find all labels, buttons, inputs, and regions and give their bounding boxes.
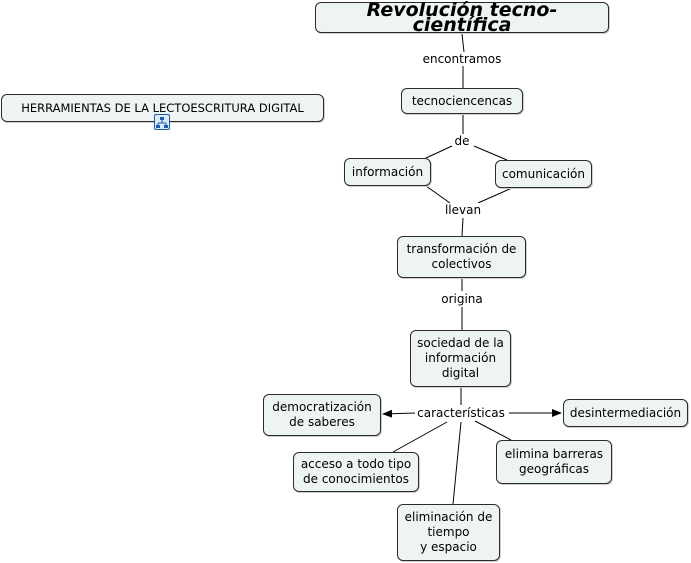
- concept-map-link-icon[interactable]: [154, 114, 170, 130]
- eliminacion-node[interactable]: eliminación de tiempo y espacio: [397, 504, 500, 561]
- title-node[interactable]: Revolución tecno-científica: [315, 0, 609, 34]
- hierarchy-icon: [156, 117, 168, 128]
- democratizacion-node[interactable]: democratización de saberes: [263, 394, 381, 436]
- informacion-node[interactable]: información: [344, 158, 431, 186]
- elimina-barreras-node[interactable]: elimina barreras geográficas: [496, 440, 612, 484]
- comunicacion-node[interactable]: comunicación: [495, 160, 592, 188]
- link-label-llevan: llevan: [442, 203, 484, 217]
- acceso-node[interactable]: acceso a todo tipo de conocimientos: [293, 452, 419, 492]
- desintermediacion-node[interactable]: desintermediación: [563, 399, 688, 427]
- link-label-origina: origina: [439, 292, 485, 306]
- tecnociencias-node[interactable]: tecnociencencas: [401, 88, 523, 114]
- transformacion-node[interactable]: transformación de colectivos: [397, 236, 526, 278]
- link-label-encontramos: encontramos: [420, 52, 504, 66]
- sociedad-node[interactable]: sociedad de la información digital: [410, 330, 511, 387]
- herramientas-node[interactable]: HERRAMIENTAS DE LA LECTOESCRITURA DIGITA…: [1, 94, 324, 122]
- link-label-caracteristicas: características: [415, 406, 507, 420]
- link-label-de: de: [452, 134, 472, 148]
